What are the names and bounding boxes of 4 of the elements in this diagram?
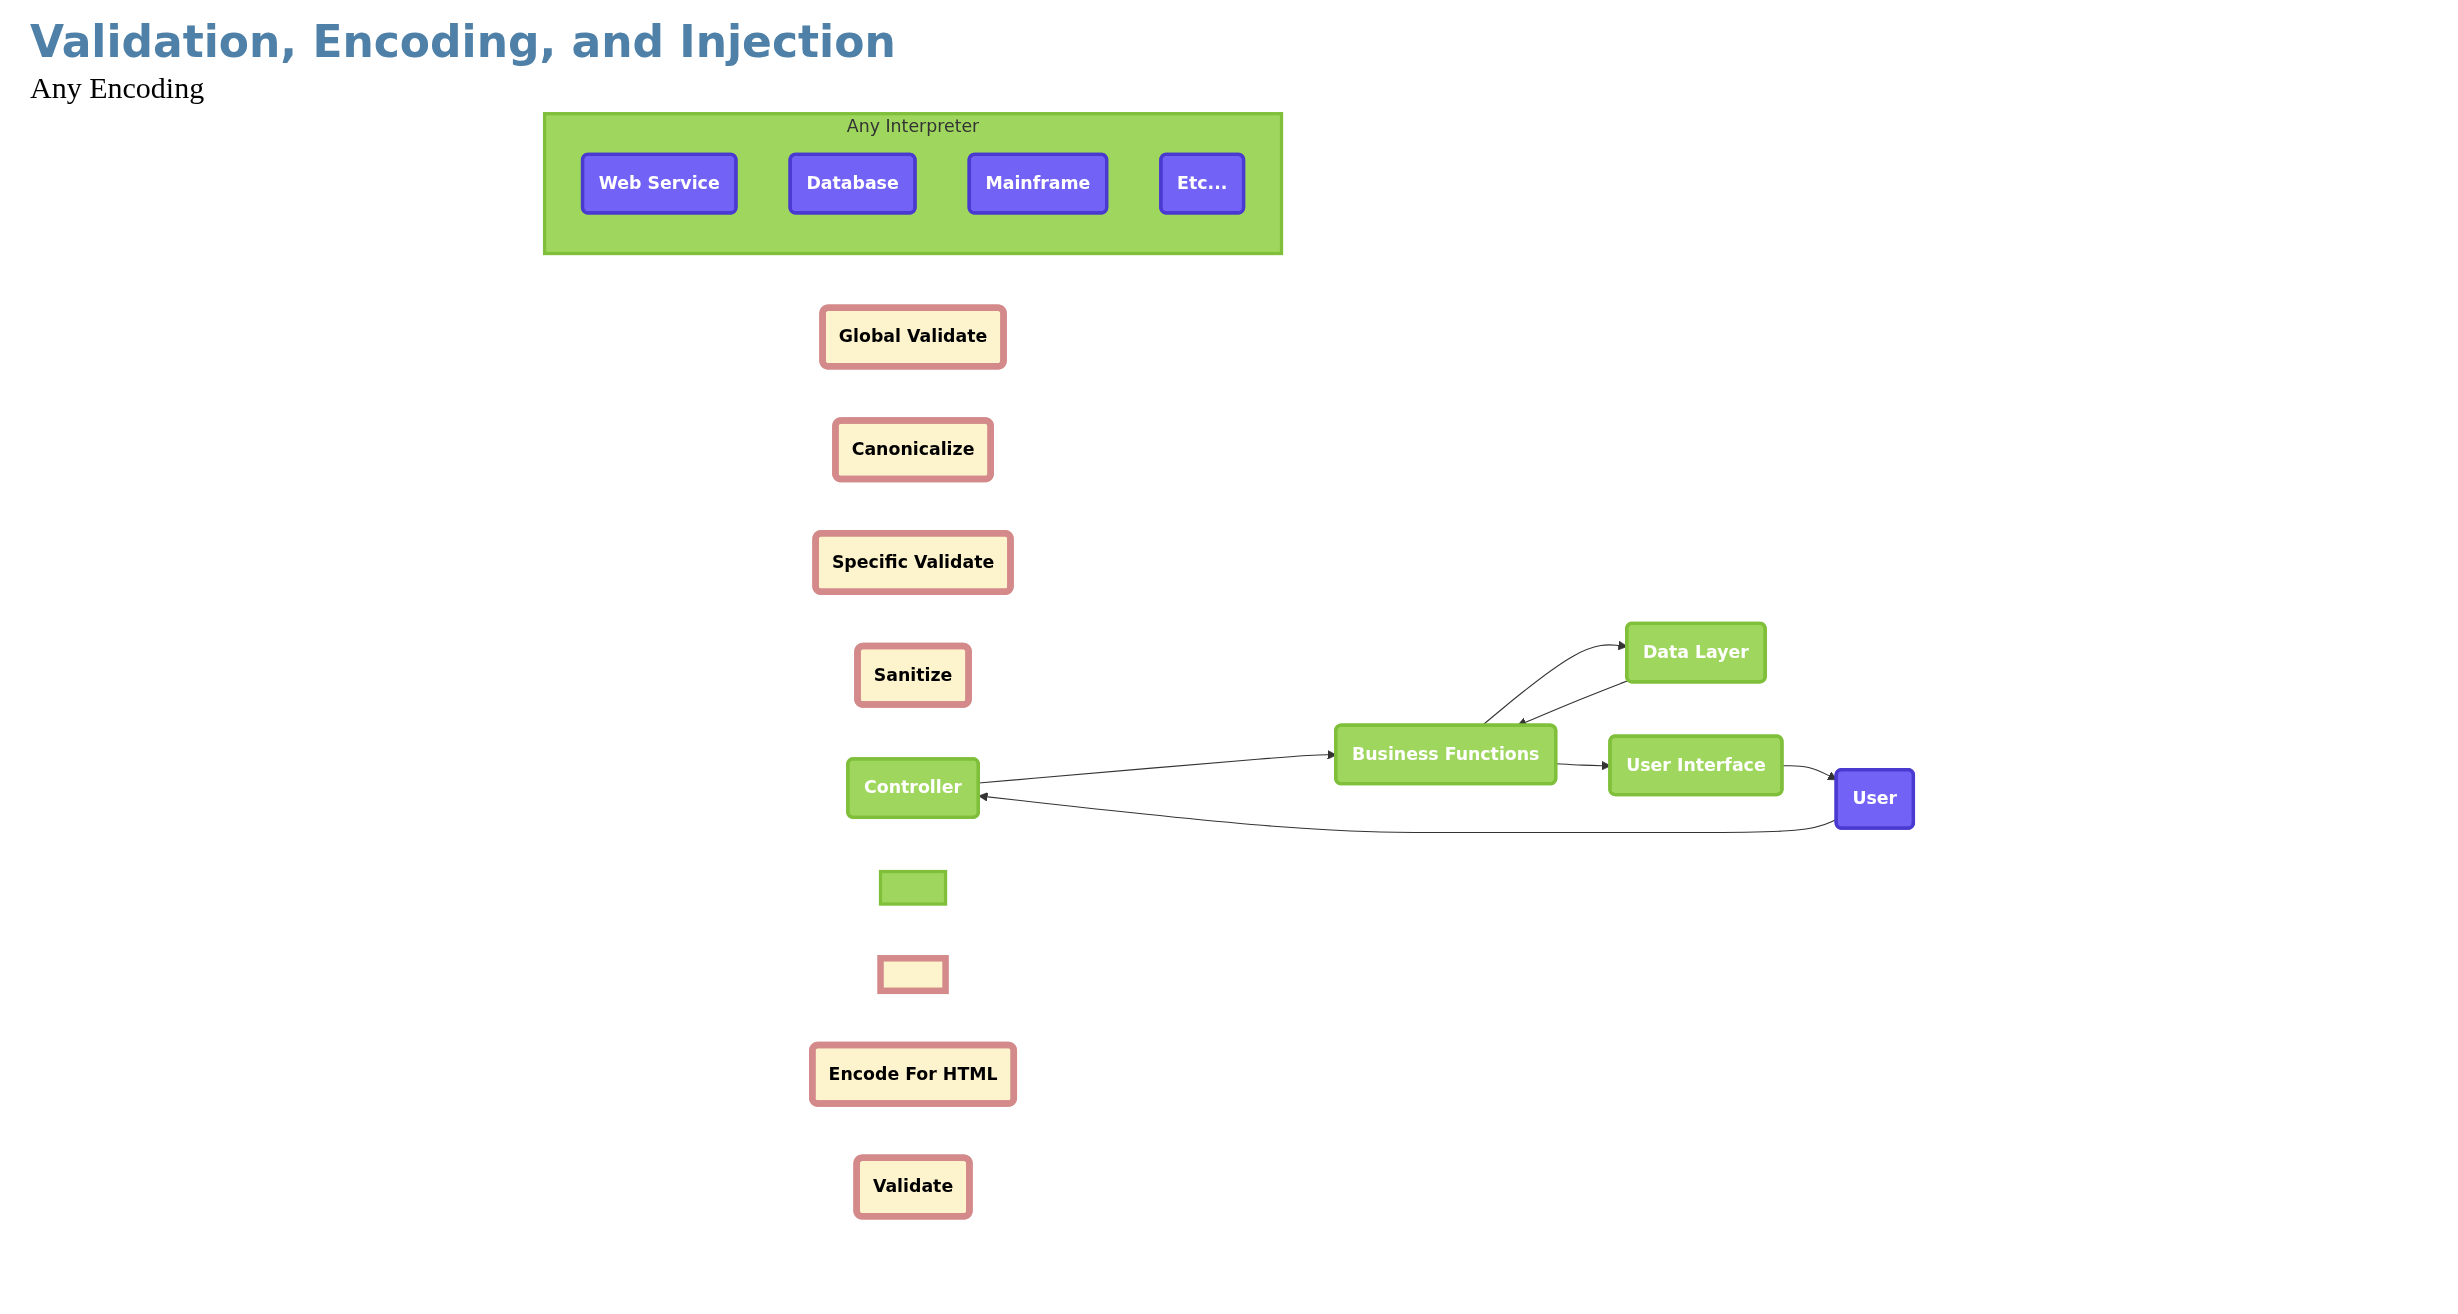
slide-title: Validation, Encoding, and Injection <box>30 16 897 67</box>
note-text: Any Encoding <box>30 71 206 105</box>
node-box <box>877 955 949 995</box>
node-box <box>878 869 948 906</box>
